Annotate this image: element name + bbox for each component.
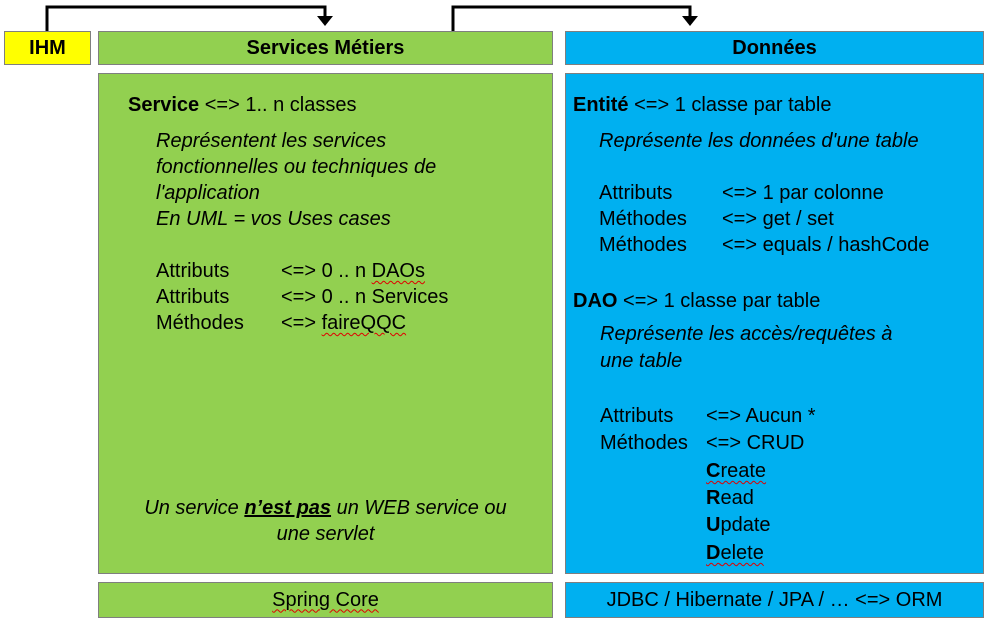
dao-title: DAO bbox=[573, 290, 618, 312]
service-title: Service bbox=[128, 94, 200, 116]
header-ihm-label: IHM bbox=[29, 36, 66, 59]
spellcheck-word: DAOs bbox=[371, 260, 425, 282]
service-desc-1: Représentent les services bbox=[156, 130, 387, 152]
service-row-label: Attributs bbox=[156, 286, 230, 308]
service-relation: <=> 1.. n classes bbox=[199, 94, 357, 116]
service-row-label: Attributs bbox=[156, 260, 230, 282]
dao-row-label: Méthodes bbox=[600, 432, 688, 454]
footer-spring-core: Spring Core bbox=[98, 582, 553, 618]
crud-read: Read bbox=[706, 487, 754, 509]
crud-create: Create bbox=[706, 460, 767, 482]
service-note-emphasis: n’est pas bbox=[244, 497, 332, 519]
arrow-services-to-donnees bbox=[451, 5, 692, 31]
donnees-panel bbox=[565, 73, 984, 574]
entite-relation: <=> 1 classe par table bbox=[628, 94, 832, 116]
service-desc-4: En UML = vos Uses cases bbox=[156, 208, 391, 230]
service-heading: Service <=> 1.. n classes bbox=[128, 92, 357, 118]
header-ihm: IHM bbox=[4, 31, 91, 65]
entite-title: Entité bbox=[573, 94, 629, 116]
service-row-value: <=> 0 .. n DAOs bbox=[281, 260, 425, 282]
entite-row-value: <=> 1 par colonne bbox=[722, 182, 884, 204]
footer-orm: JDBC / Hibernate / JPA / … <=> ORM bbox=[565, 582, 984, 618]
dao-row-value: <=> Aucun * bbox=[706, 405, 816, 427]
entite-row-label: Attributs bbox=[599, 182, 673, 204]
footer-services-label: Spring Core bbox=[272, 588, 379, 611]
entite-row-label: Méthodes bbox=[599, 208, 687, 230]
entite-heading: Entité <=> 1 classe par table bbox=[573, 92, 831, 118]
header-services-metiers: Services Métiers bbox=[98, 31, 553, 65]
dao-desc-2: une table bbox=[600, 350, 683, 372]
service-note: Un service n’est pas un WEB service ou bbox=[144, 497, 507, 519]
service-row-value: <=> faireQQC bbox=[281, 312, 407, 334]
service-row-label: Méthodes bbox=[156, 312, 244, 334]
service-row-value: <=> 0 .. n Services bbox=[281, 286, 449, 308]
crud-delete: Delete bbox=[706, 542, 764, 564]
dao-desc-1: Représente les accès/requêtes à bbox=[600, 323, 893, 345]
entite-row-value: <=> equals / hashCode bbox=[722, 234, 930, 256]
dao-heading: DAO <=> 1 classe par table bbox=[573, 288, 820, 314]
service-desc-3: l'application bbox=[156, 182, 260, 204]
crud-update: Update bbox=[706, 514, 771, 536]
dao-row-value: <=> CRUD bbox=[706, 432, 805, 454]
entite-desc: Représente les données d'une table bbox=[599, 130, 919, 152]
service-desc-2: fonctionnelles ou techniques de bbox=[156, 156, 437, 178]
services-panel bbox=[98, 73, 553, 574]
service-note-line2: une servlet bbox=[276, 523, 375, 545]
spellcheck-word: faireQQC bbox=[321, 312, 407, 334]
footer-donnees-label: JDBC / Hibernate / JPA / … <=> ORM bbox=[606, 588, 943, 611]
header-services-label: Services Métiers bbox=[246, 36, 405, 59]
entite-row-label: Méthodes bbox=[599, 234, 687, 256]
entite-row-value: <=> get / set bbox=[722, 208, 834, 230]
arrowhead-donnees bbox=[682, 16, 698, 26]
arrow-ihm-to-services bbox=[45, 5, 327, 31]
header-donnees-label: Données bbox=[732, 36, 817, 59]
header-donnees: Données bbox=[565, 31, 984, 65]
arrowhead-services bbox=[317, 16, 333, 26]
dao-row-label: Attributs bbox=[600, 405, 674, 427]
dao-relation: <=> 1 classe par table bbox=[617, 290, 821, 312]
